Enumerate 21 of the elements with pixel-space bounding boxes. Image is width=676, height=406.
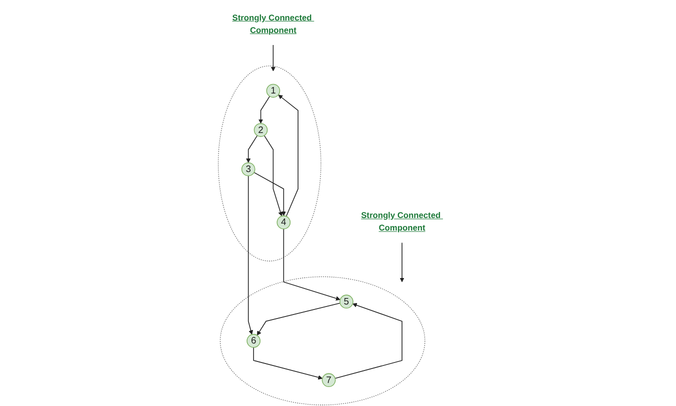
node-circle <box>322 373 336 388</box>
arrow <box>258 96 270 124</box>
node-circle <box>266 84 281 98</box>
node-text: Strongly Connected Component <box>361 211 441 233</box>
arrow <box>254 347 324 380</box>
arrow <box>248 175 254 335</box>
arrow <box>335 303 403 379</box>
node-circle <box>242 162 256 176</box>
arrow <box>284 228 341 301</box>
arrow <box>257 302 341 336</box>
node-circle <box>340 294 354 309</box>
node-circle <box>247 334 261 348</box>
arrow <box>264 135 284 216</box>
node-text: Strongly Connected Component <box>232 14 312 36</box>
node-circle <box>254 123 268 137</box>
arrow <box>278 94 299 217</box>
arrow <box>271 44 276 72</box>
arrow <box>254 172 286 216</box>
arrow <box>246 135 258 163</box>
node-circle <box>277 215 291 230</box>
arrow <box>400 242 405 282</box>
